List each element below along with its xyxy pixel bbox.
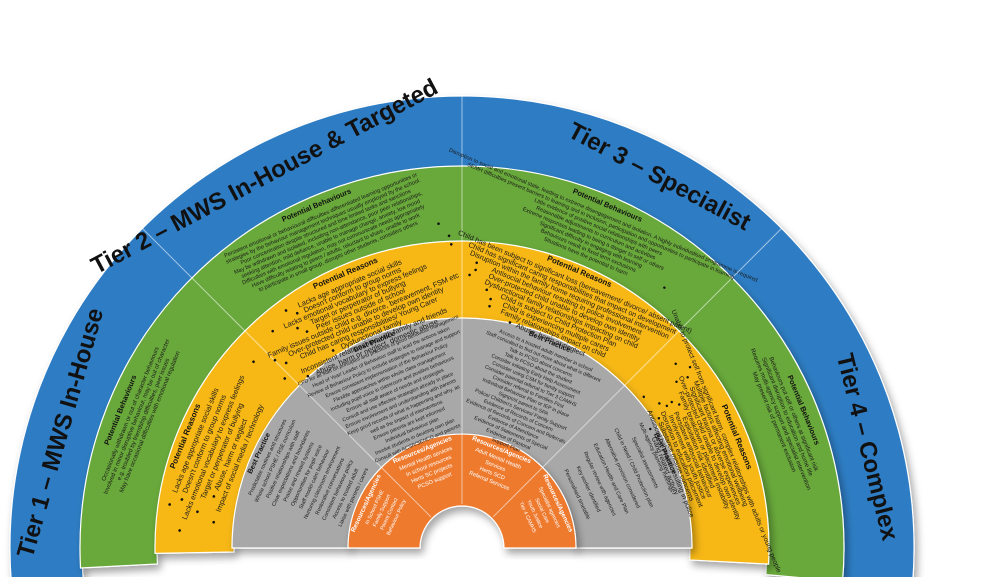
bullet-dot: [180, 498, 184, 501]
bullet-dot: [212, 495, 216, 498]
bullet-dot: [508, 321, 512, 324]
bullet-dot: [284, 309, 288, 312]
bullet-dot: [675, 380, 678, 383]
bullet-dot: [485, 288, 489, 292]
bullet-dot: [642, 395, 646, 399]
bullet-dot: [665, 404, 669, 408]
bullet-dot: [488, 304, 491, 308]
tier-rings: [9, 95, 915, 582]
bullet-dot: [212, 520, 216, 524]
bullet-dot: [283, 377, 287, 380]
bullet-dot: [295, 311, 299, 315]
bullet-dot: [475, 261, 478, 265]
bullet-dot: [449, 243, 453, 246]
bullet-dot: [271, 329, 275, 333]
bullet-dot: [447, 234, 451, 238]
bullet-dot: [284, 361, 288, 365]
bullet-dot: [273, 358, 277, 362]
bullet-dot: [674, 362, 677, 365]
bullet-dot: [296, 326, 299, 330]
sector-divider: [142, 228, 432, 518]
bullet-dot: [686, 376, 689, 379]
bullet-dot: [331, 349, 335, 352]
bullet-dot: [657, 416, 661, 420]
bullet-dot: [663, 286, 666, 289]
bullet-dot: [468, 273, 471, 277]
bullet-dot: [678, 403, 681, 406]
bullet-dot: [252, 360, 255, 364]
bullet-dot: [306, 374, 310, 378]
bullet-dot: [658, 402, 661, 405]
sector-divider: [492, 228, 782, 518]
bullet-dot: [489, 297, 492, 301]
bullet-dot: [437, 222, 440, 226]
bullet-dot: [178, 529, 181, 532]
bullet-dot: [670, 400, 673, 404]
bullet-dot: [474, 268, 477, 272]
sector-dividers: [142, 96, 782, 518]
bullet-dot: [649, 427, 652, 431]
bullet-dot: [305, 330, 309, 333]
bullet-dot: [168, 503, 171, 506]
bullet-dot: [688, 365, 692, 369]
bullet-dot: [196, 510, 199, 514]
